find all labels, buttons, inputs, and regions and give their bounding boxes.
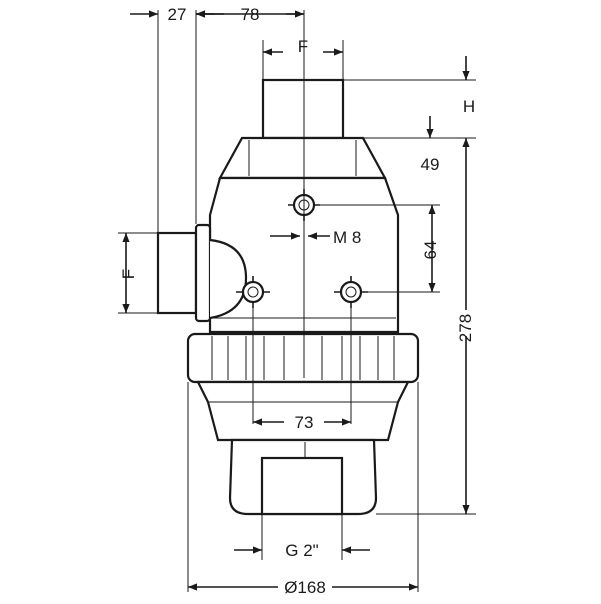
side-port: [156, 231, 198, 315]
dim-73-label: 73: [295, 413, 314, 432]
bolt-right: [334, 276, 368, 308]
bolt-left: [236, 276, 270, 308]
ring-nut: [186, 332, 420, 384]
extension-lines: [118, 10, 476, 592]
dim-64-label: 64: [421, 241, 440, 260]
side-port-flange: [194, 223, 212, 323]
dim-m8-label: M 8: [333, 228, 361, 247]
dim-278-label: 278: [456, 314, 475, 342]
dim-49-label: 49: [421, 155, 440, 174]
dim-top-port-label: F: [298, 37, 308, 56]
ring-nut-ribs: [211, 336, 395, 380]
dim-side-port-label: F: [119, 269, 138, 279]
dim-side-offset-label: 27: [168, 5, 187, 24]
side-port-dome: [209, 238, 248, 320]
top-cap: [218, 136, 387, 180]
dim-outlet-label: G 2": [285, 541, 318, 560]
filter-body: [156, 78, 420, 516]
dim-h-label: H: [463, 97, 475, 116]
top-port: [261, 78, 345, 140]
outlet-port: [260, 456, 344, 516]
dim-center-offset-label: 78: [241, 5, 260, 24]
dim-diameter-label: Ø168: [284, 578, 326, 597]
